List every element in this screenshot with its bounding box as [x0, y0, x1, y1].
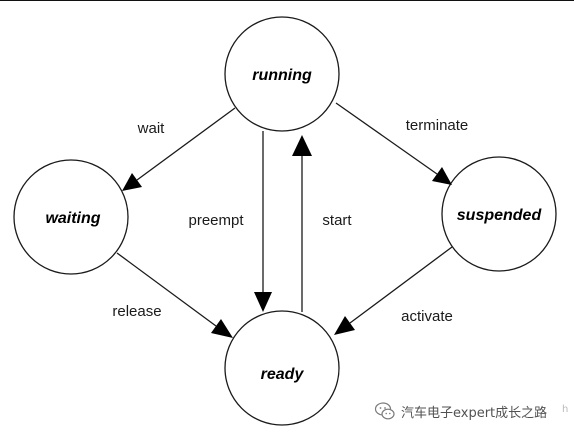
- edge-wait-arrowhead: [122, 173, 142, 191]
- edge-activate-arrowhead: [334, 316, 355, 335]
- edge-activate-label: activate: [401, 308, 453, 325]
- wechat-icon: [374, 402, 395, 420]
- edge-start-arrowhead: [292, 135, 312, 156]
- edge-activate: activate: [334, 246, 453, 335]
- edge-release-label: release: [112, 303, 161, 320]
- state-waiting-circle: [13, 159, 129, 275]
- watermark: 汽车电子expert成长之路: [374, 400, 547, 422]
- edge-terminate-arrowhead: [432, 167, 452, 185]
- edge-wait-line: [136, 107, 236, 181]
- edge-release: release: [112, 252, 233, 338]
- edge-preempt: preempt: [188, 131, 272, 312]
- state-waiting: waiting: [13, 159, 129, 275]
- edge-preempt-arrowhead: [254, 292, 272, 312]
- state-running-label: running: [252, 67, 312, 84]
- state-suspended-label: suspended: [457, 207, 543, 224]
- state-suspended-circle: [441, 156, 557, 272]
- edge-start: start: [292, 135, 352, 312]
- state-ready: ready: [224, 310, 340, 426]
- edge-mark: h: [562, 404, 569, 415]
- top-border-line: [0, 0, 574, 1]
- edge-release-line: [116, 252, 217, 327]
- edge-wait: wait: [122, 107, 236, 191]
- state-ready-label: ready: [261, 366, 305, 383]
- edge-terminate-line: [335, 102, 438, 175]
- edge-wait-label: wait: [137, 120, 166, 137]
- state-running: running: [224, 16, 340, 132]
- edge-terminate: terminate: [335, 102, 469, 185]
- edge-activate-line: [349, 246, 453, 324]
- edge-terminate-label: terminate: [406, 117, 469, 134]
- watermark-text: 汽车电子expert成长之路: [401, 405, 548, 421]
- state-running-circle: [224, 16, 340, 132]
- state-ready-circle: [224, 310, 340, 426]
- state-waiting-label: waiting: [45, 210, 100, 227]
- edge-release-arrowhead: [211, 319, 233, 338]
- state-suspended: suspended: [441, 156, 557, 272]
- edge-preempt-label: preempt: [188, 212, 244, 229]
- edge-start-label: start: [322, 212, 352, 229]
